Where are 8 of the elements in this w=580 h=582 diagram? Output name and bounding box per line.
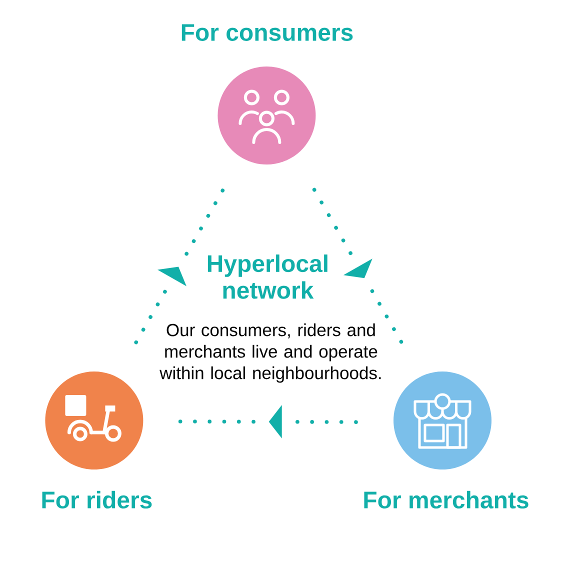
- node-heading: For merchants: [364, 490, 528, 509]
- dotted-arrow: [312, 188, 404, 344]
- dotted-arrow: [178, 405, 358, 438]
- dotted-arrow: [134, 188, 225, 344]
- center-heading: Hyperlocal network: [208, 254, 328, 299]
- node-heading: For consumers: [182, 24, 353, 41]
- node-heading: For riders: [42, 490, 152, 509]
- description: Our consumers, riders and merchants live and operate within local neighbourhoods.: [160, 323, 381, 383]
